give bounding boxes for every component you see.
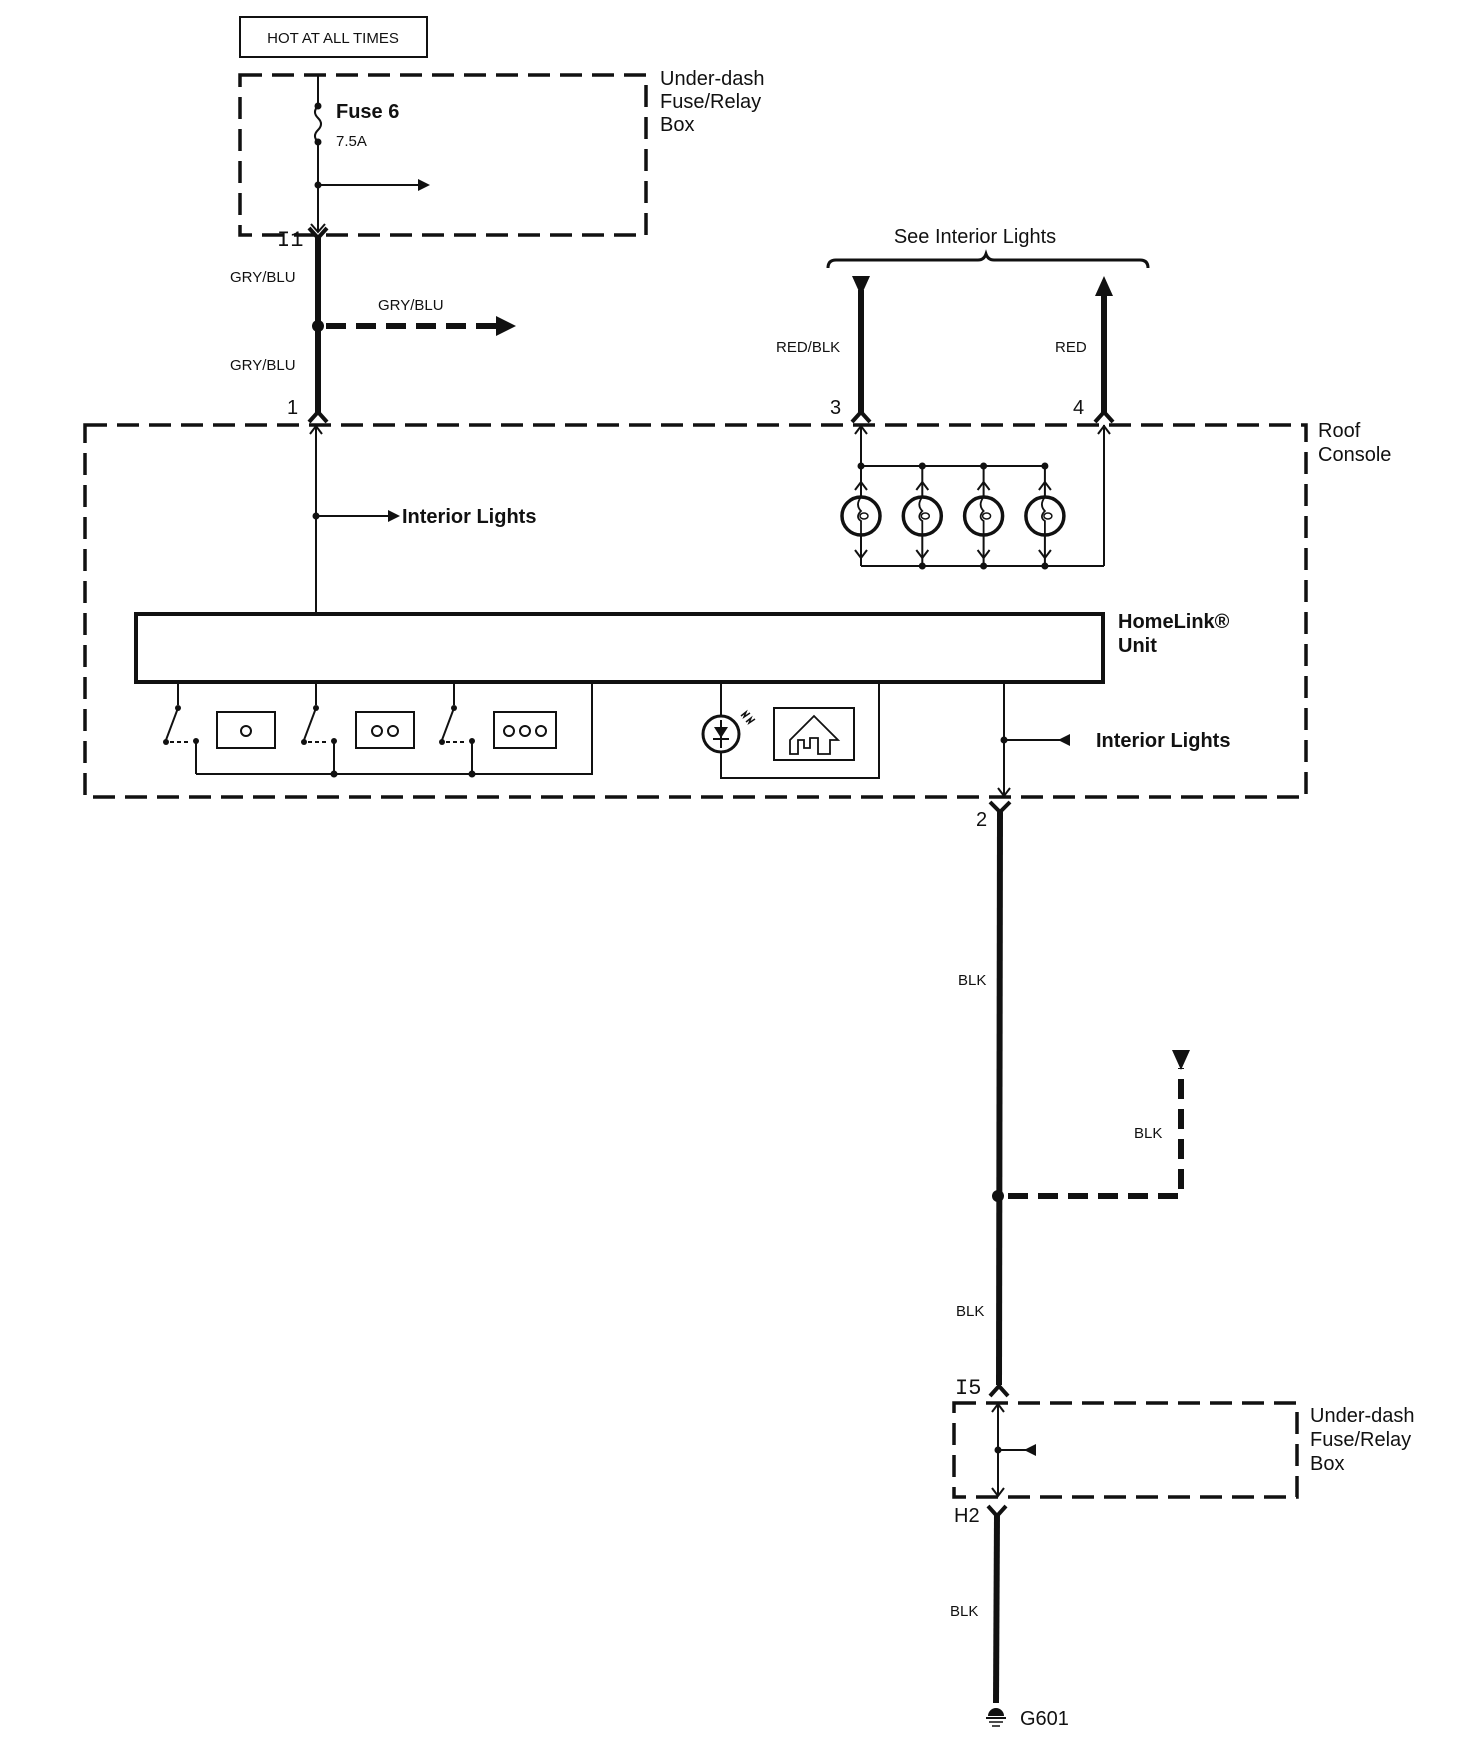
- roof-console-label-line1: Roof: [1318, 420, 1361, 442]
- fuse-6-label: Fuse 6: [336, 101, 399, 123]
- switch-1-icon: [163, 705, 199, 774]
- blk-branch-wire: [1008, 1068, 1184, 1199]
- lamp-bulb-icon: [1024, 462, 1066, 570]
- lamp-bulb-icon: [901, 462, 944, 570]
- wire-label-red-blk: RED/BLK: [776, 339, 840, 356]
- interior-lights-out-label: Interior Lights: [402, 506, 536, 528]
- wire-label-blk-middle: BLK: [956, 1303, 984, 1320]
- wire-label-gry-blu-lower: GRY/BLU: [230, 357, 296, 374]
- lower-fuse-box-label-line2: Fuse/Relay: [1310, 1429, 1411, 1451]
- wire-label-blk-lower: BLK: [950, 1603, 978, 1620]
- switch-3-icon: [439, 705, 476, 778]
- hot-at-all-times-label: HOT AT ALL TIMES: [267, 30, 399, 47]
- pin-2-label: 2: [976, 809, 987, 831]
- pin-4-label: 4: [1073, 397, 1084, 419]
- interior-lights-in-label: Interior Lights: [1096, 730, 1230, 752]
- upper-fuse-box-label-line3: Box: [660, 114, 694, 136]
- fuse-6-rating: 7.5A: [336, 133, 367, 150]
- homelink-label-line2: Unit: [1118, 635, 1157, 657]
- homelink-label-line1: HomeLink®: [1118, 611, 1230, 633]
- roof-console-label-line2: Console: [1318, 444, 1391, 466]
- upper-fuse-box-label-line1: Under-dash: [660, 68, 765, 90]
- homelink-buttons: [163, 682, 593, 778]
- lower-fuse-box-label-line3: Box: [1310, 1453, 1344, 1475]
- wire-label-blk-branch: BLK: [1134, 1125, 1162, 1142]
- pin-1-label: 1: [287, 397, 298, 419]
- lamp-bulb-icon: [840, 462, 882, 566]
- lamp-bulb-icon: [962, 462, 1005, 570]
- homelink-button-1: [216, 711, 276, 749]
- blk-wire-main: [996, 809, 1003, 1386]
- wire-label-red: RED: [1055, 339, 1087, 356]
- hot-at-all-times-box: HOT AT ALL TIMES: [239, 16, 428, 58]
- lower-fuse-box-label-line1: Under-dash: [1310, 1405, 1415, 1427]
- switch-2-icon: [301, 705, 338, 778]
- wire-label-gry-blu-branch: GRY/BLU: [378, 297, 444, 314]
- ground-label: G601: [1020, 1708, 1069, 1730]
- lower-fuse-relay-box: Under-dash Fuse/Relay Box: [952, 1401, 1415, 1499]
- fuse-6-icon: [314, 105, 322, 143]
- blk-wire-ground: [993, 1513, 1000, 1704]
- wire-label-gry-blu-upper: GRY/BLU: [230, 269, 296, 286]
- connector-i5-label: I5: [955, 1376, 981, 1401]
- roof-console: Roof Console Interior Lights HomeLink® U…: [83, 420, 1391, 799]
- led-indicator-icon: [701, 682, 880, 779]
- homelink-button-3: [493, 711, 557, 749]
- connector-h2-label: H2: [954, 1505, 980, 1527]
- homelink-house-icon: [773, 707, 855, 761]
- pin-3-label: 3: [830, 397, 841, 419]
- connector-i1-label: I1: [277, 228, 303, 253]
- wire-label-blk-upper: BLK: [958, 972, 986, 989]
- upper-fuse-relay-box: Under-dash Fuse/Relay Box Fuse 6 7.5A: [238, 68, 765, 237]
- see-interior-lights-label: See Interior Lights: [894, 226, 1056, 248]
- upper-fuse-box-label-line2: Fuse/Relay: [660, 91, 761, 113]
- lamp-group: [840, 424, 1111, 570]
- homelink-button-2: [355, 711, 415, 749]
- ground-icon: [986, 1708, 1006, 1727]
- bracket: [826, 249, 1150, 269]
- homelink-unit: HomeLink® Unit: [134, 611, 1230, 798]
